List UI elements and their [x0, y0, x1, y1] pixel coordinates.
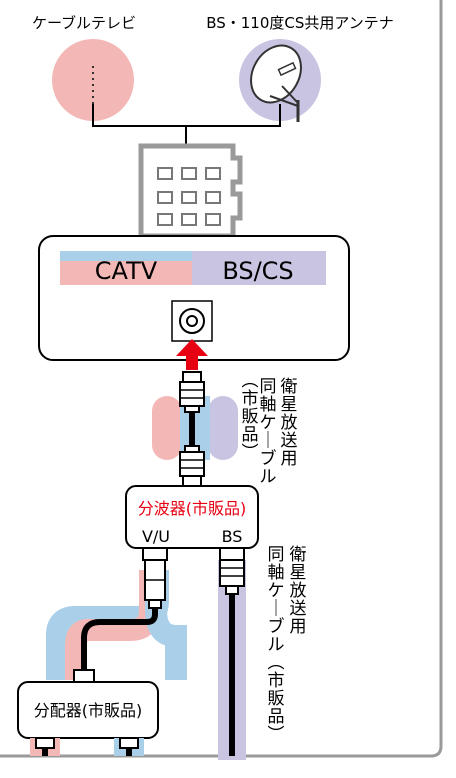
distributor-output-right — [119, 737, 139, 756]
bs-cable-label-line2: 同軸ケ｜ブル︵市販品︶ — [268, 545, 285, 745]
distributor-box — [17, 681, 159, 739]
antenna-label: BS・110度CS共用アンテナ — [206, 14, 394, 32]
splitter-port-bs: BS — [222, 527, 243, 546]
cable-label-line1: 衛星放送用 — [281, 377, 298, 469]
cable-label-line2: 同軸ケ｜ブル — [260, 377, 277, 487]
bs-cs-band — [192, 251, 326, 285]
apartment-building-icon — [138, 143, 243, 239]
cable-label-line3: ︵市販品︶ — [242, 371, 259, 463]
cable-tv-label: ケーブルテレビ — [32, 14, 136, 32]
distributor-label: 分配器(市販品) — [34, 701, 143, 720]
upper-f-connector — [179, 371, 205, 413]
catv-band-pink — [60, 261, 192, 285]
distributor-input-connector — [73, 669, 95, 683]
vu-cable — [81, 608, 158, 676]
catv-band-mid — [152, 396, 182, 460]
panel-catv-label: CATV — [95, 257, 158, 285]
distributor-output-left — [35, 737, 55, 756]
bs-band-mid — [208, 396, 238, 460]
vu-connector — [142, 547, 168, 609]
satellite-dish-icon — [250, 44, 302, 122]
splitter-port-vu: V/U — [142, 527, 170, 546]
socket-inner-pin — [186, 315, 198, 327]
upper-cable-label: 衛星放送用 同軸ケ｜ブル ︵市販品︶ — [242, 371, 298, 487]
catv-band-blue — [60, 251, 192, 261]
panel-bs-cs-label: BS/CS — [222, 257, 293, 285]
bs-connector — [219, 547, 245, 595]
lower-f-connector — [179, 445, 205, 487]
splitter-box — [125, 485, 259, 549]
splitter-label: 分波器(市販品) — [138, 499, 247, 518]
connection-arrow — [176, 339, 208, 370]
antenna-socket — [171, 300, 213, 342]
lower-cable-label: 衛星放送用 同軸ケ｜ブル︵市販品︶ — [268, 545, 307, 745]
page-frame — [0, 0, 443, 758]
bs-cable-label-line1: 衛星放送用 — [290, 545, 307, 637]
